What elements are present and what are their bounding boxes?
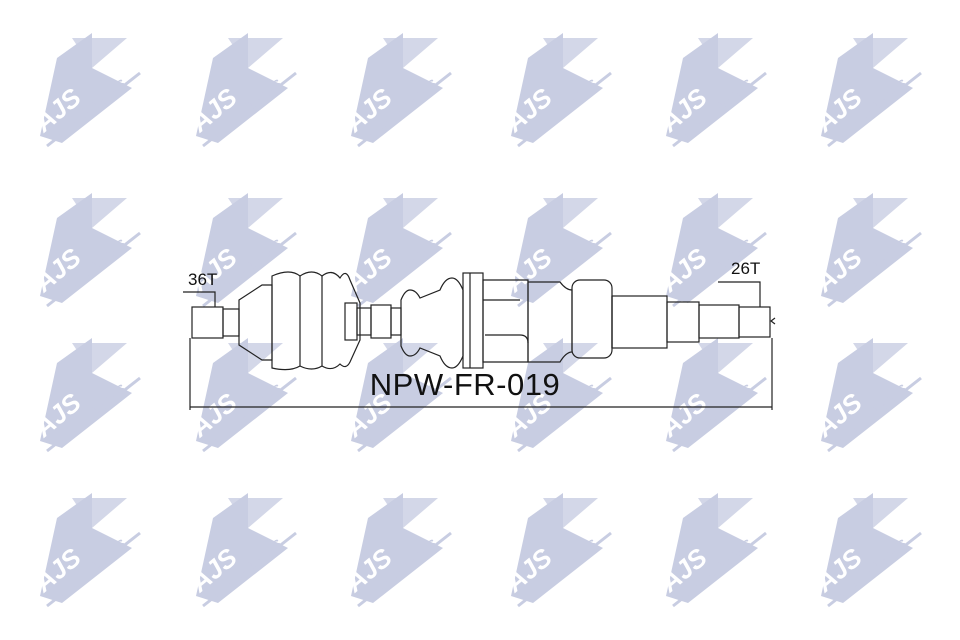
boot-clamp-left (344, 302, 358, 341)
inner-joint-housing (482, 279, 529, 363)
right-spline-count-label: 26T (731, 259, 761, 278)
inner-boot-clamp (462, 272, 484, 369)
outer-boot-bellows (271, 271, 361, 371)
seal-ring (571, 279, 613, 359)
right-spline-stub (738, 306, 771, 338)
left-spline-stub (191, 306, 224, 339)
part-number-label: NPW-FR-019 (369, 367, 561, 402)
outer-joint-housing (238, 284, 273, 361)
right-spline-leader (718, 281, 761, 307)
inner-boot-bellows (400, 277, 464, 369)
left-neck (222, 308, 240, 337)
intermediate-shaft (370, 304, 392, 339)
left-spline-leader (183, 291, 216, 307)
left-spline-count-label: 36T (188, 270, 218, 289)
